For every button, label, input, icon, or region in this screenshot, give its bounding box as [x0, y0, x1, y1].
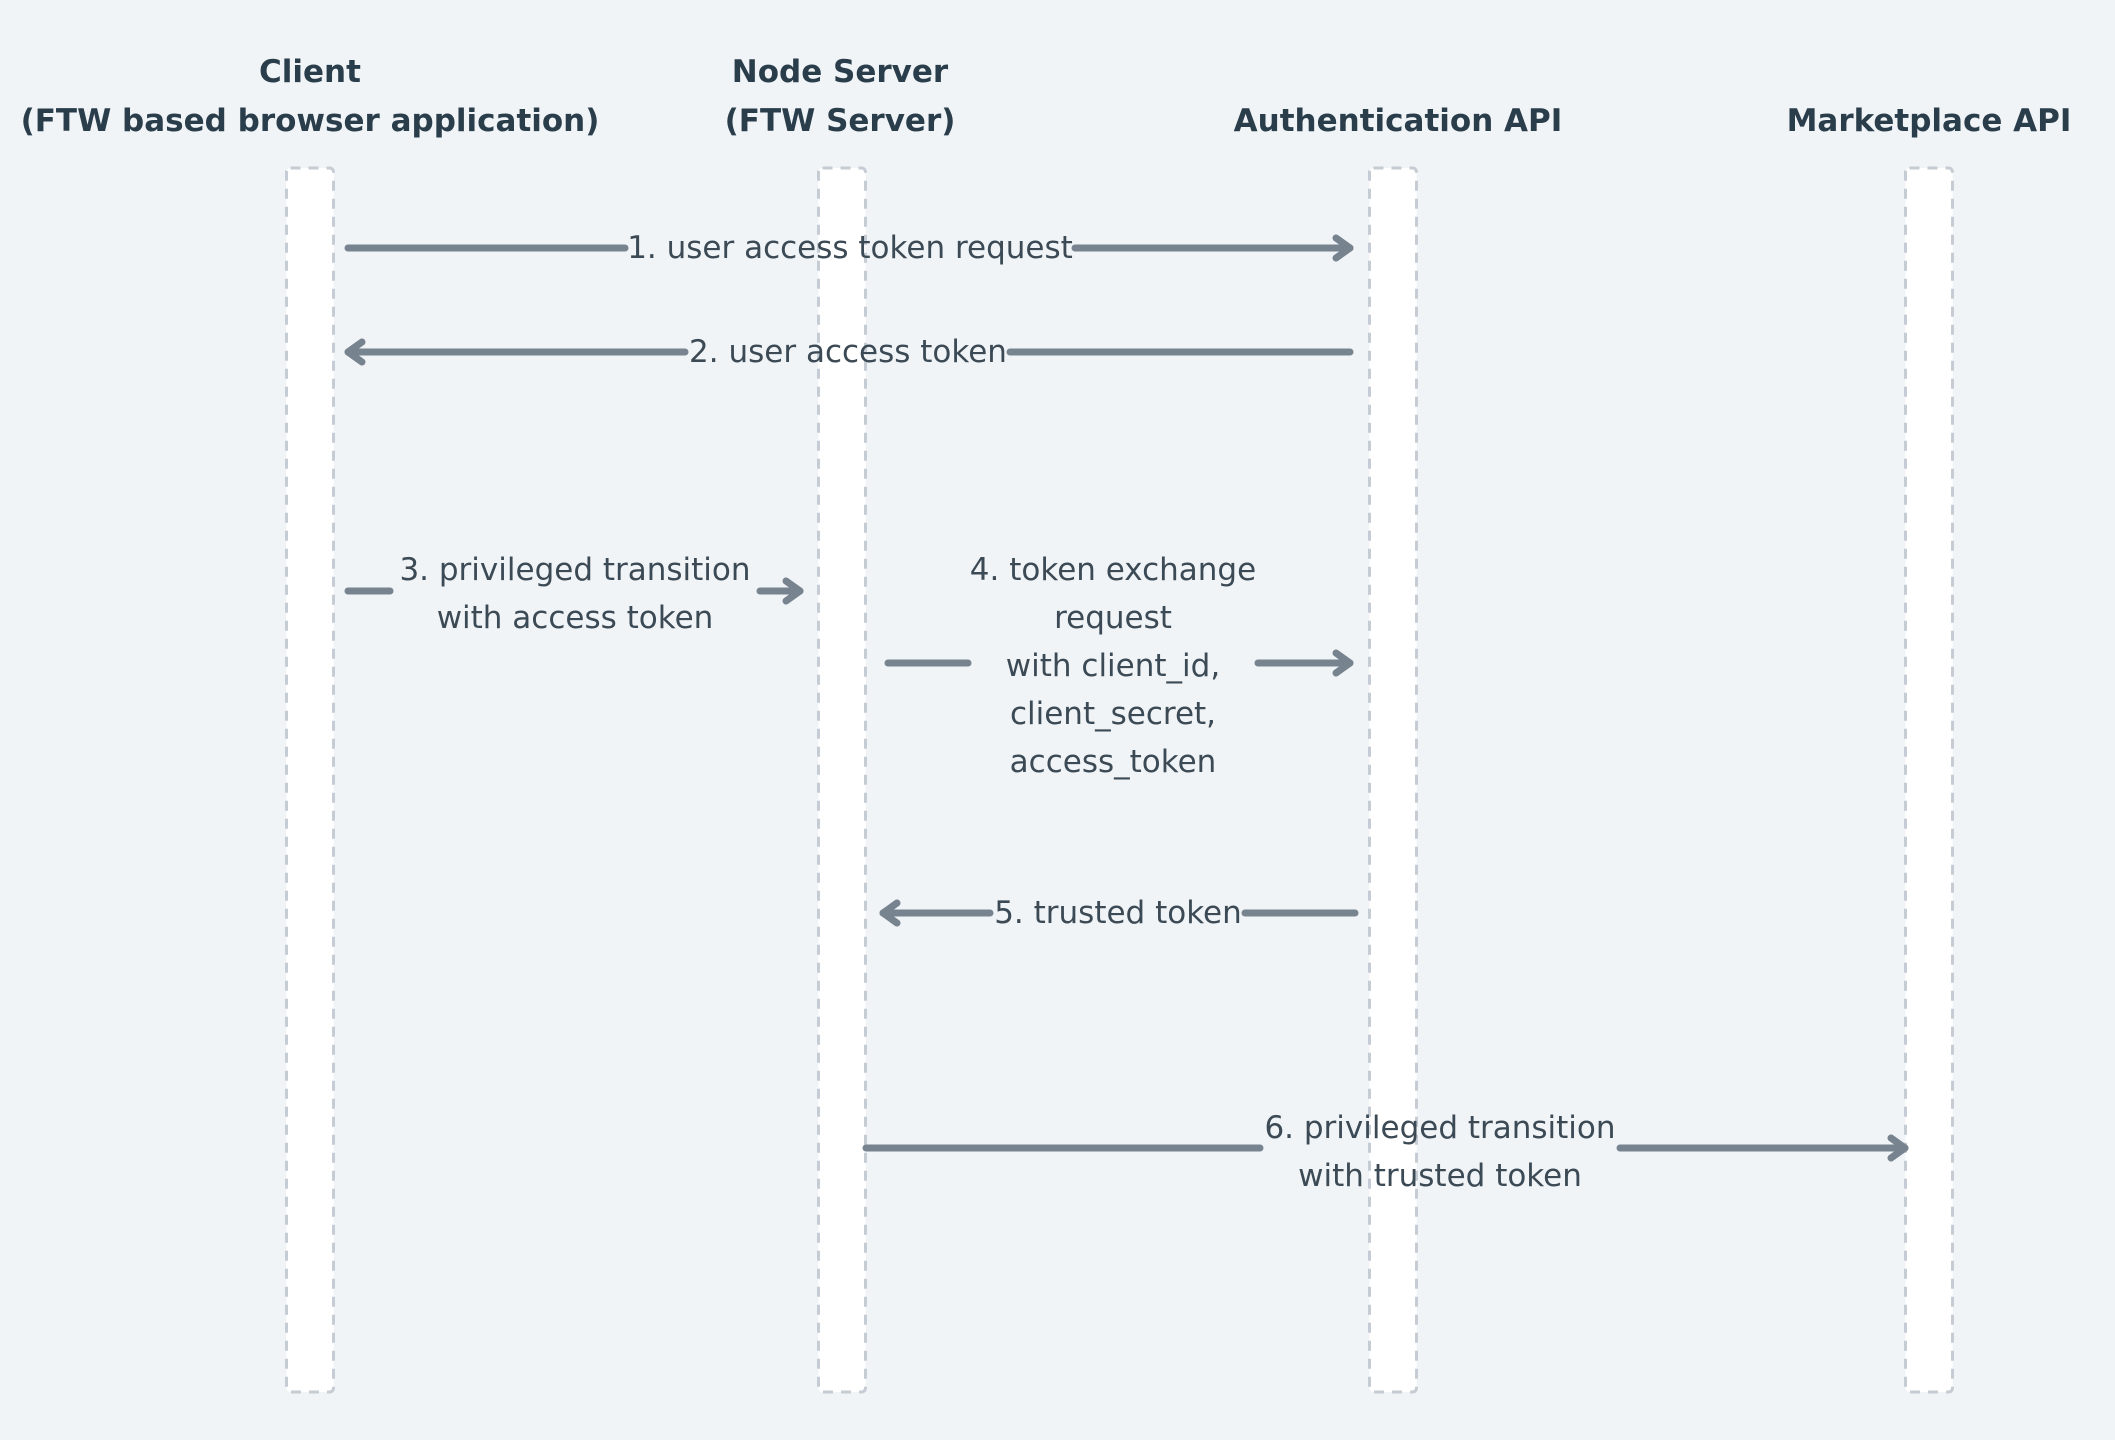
participant-subtitle-node: (FTW Server) [725, 103, 956, 139]
message-3-label-line-2: with access token [437, 600, 714, 636]
message-6-label-line-2: with trusted token [1298, 1158, 1582, 1194]
messages: 1. user access token request 2. user acce… [344, 230, 1909, 1194]
participant-name-node: Node Server [732, 54, 949, 90]
message-1: 1. user access token request [344, 230, 1354, 266]
message-1-label-line-1: 1. user access token request [627, 230, 1073, 266]
lifeline-market [1904, 166, 1954, 1394]
message-5-label-line-1: 5. trusted token [994, 895, 1242, 931]
message-4-label-line-3: with client_id, [1006, 648, 1220, 684]
message-4-label-line-2: request [1054, 600, 1172, 636]
lifelines [285, 166, 1954, 1394]
message-6-label-line-1: 6. privileged transition [1264, 1110, 1615, 1146]
lifeline-auth [1368, 166, 1418, 1394]
participant-name-market: Marketplace API [1787, 103, 2072, 139]
message-2-label-line-1: 2. user access token [689, 334, 1007, 370]
message-4-label-line-5: access_token [1010, 744, 1217, 780]
message-6-arrowhead [1887, 1134, 1909, 1162]
message-2: 2. user access token [344, 334, 1354, 370]
participant-titles: Client (FTW based browser application) Nod… [21, 54, 2072, 139]
participant-subtitle-client: (FTW based browser application) [21, 103, 600, 139]
message-4-label-line-4: client_secret, [1010, 696, 1216, 732]
message-3: 3. privileged transition with access toke… [344, 552, 804, 636]
participant-name-client: Client [259, 54, 361, 90]
message-4-arrowhead [1332, 649, 1354, 677]
lifeline-client [285, 166, 335, 1394]
participant-name-auth: Authentication API [1234, 103, 1563, 139]
message-5: 5. trusted token [879, 895, 1359, 931]
message-6: 6. privileged transition with trusted tok… [862, 1110, 1909, 1194]
lifeline-node [817, 166, 867, 1394]
message-1-arrowhead [1332, 234, 1354, 262]
message-2-arrowhead [344, 338, 366, 366]
message-4-label-line-1: 4. token exchange [970, 552, 1256, 588]
message-3-label-line-1: 3. privileged transition [399, 552, 750, 588]
message-3-arrowhead [782, 577, 804, 605]
message-5-arrowhead [879, 899, 901, 927]
message-4: 4. token exchange request with client_id,c… [884, 552, 1354, 780]
